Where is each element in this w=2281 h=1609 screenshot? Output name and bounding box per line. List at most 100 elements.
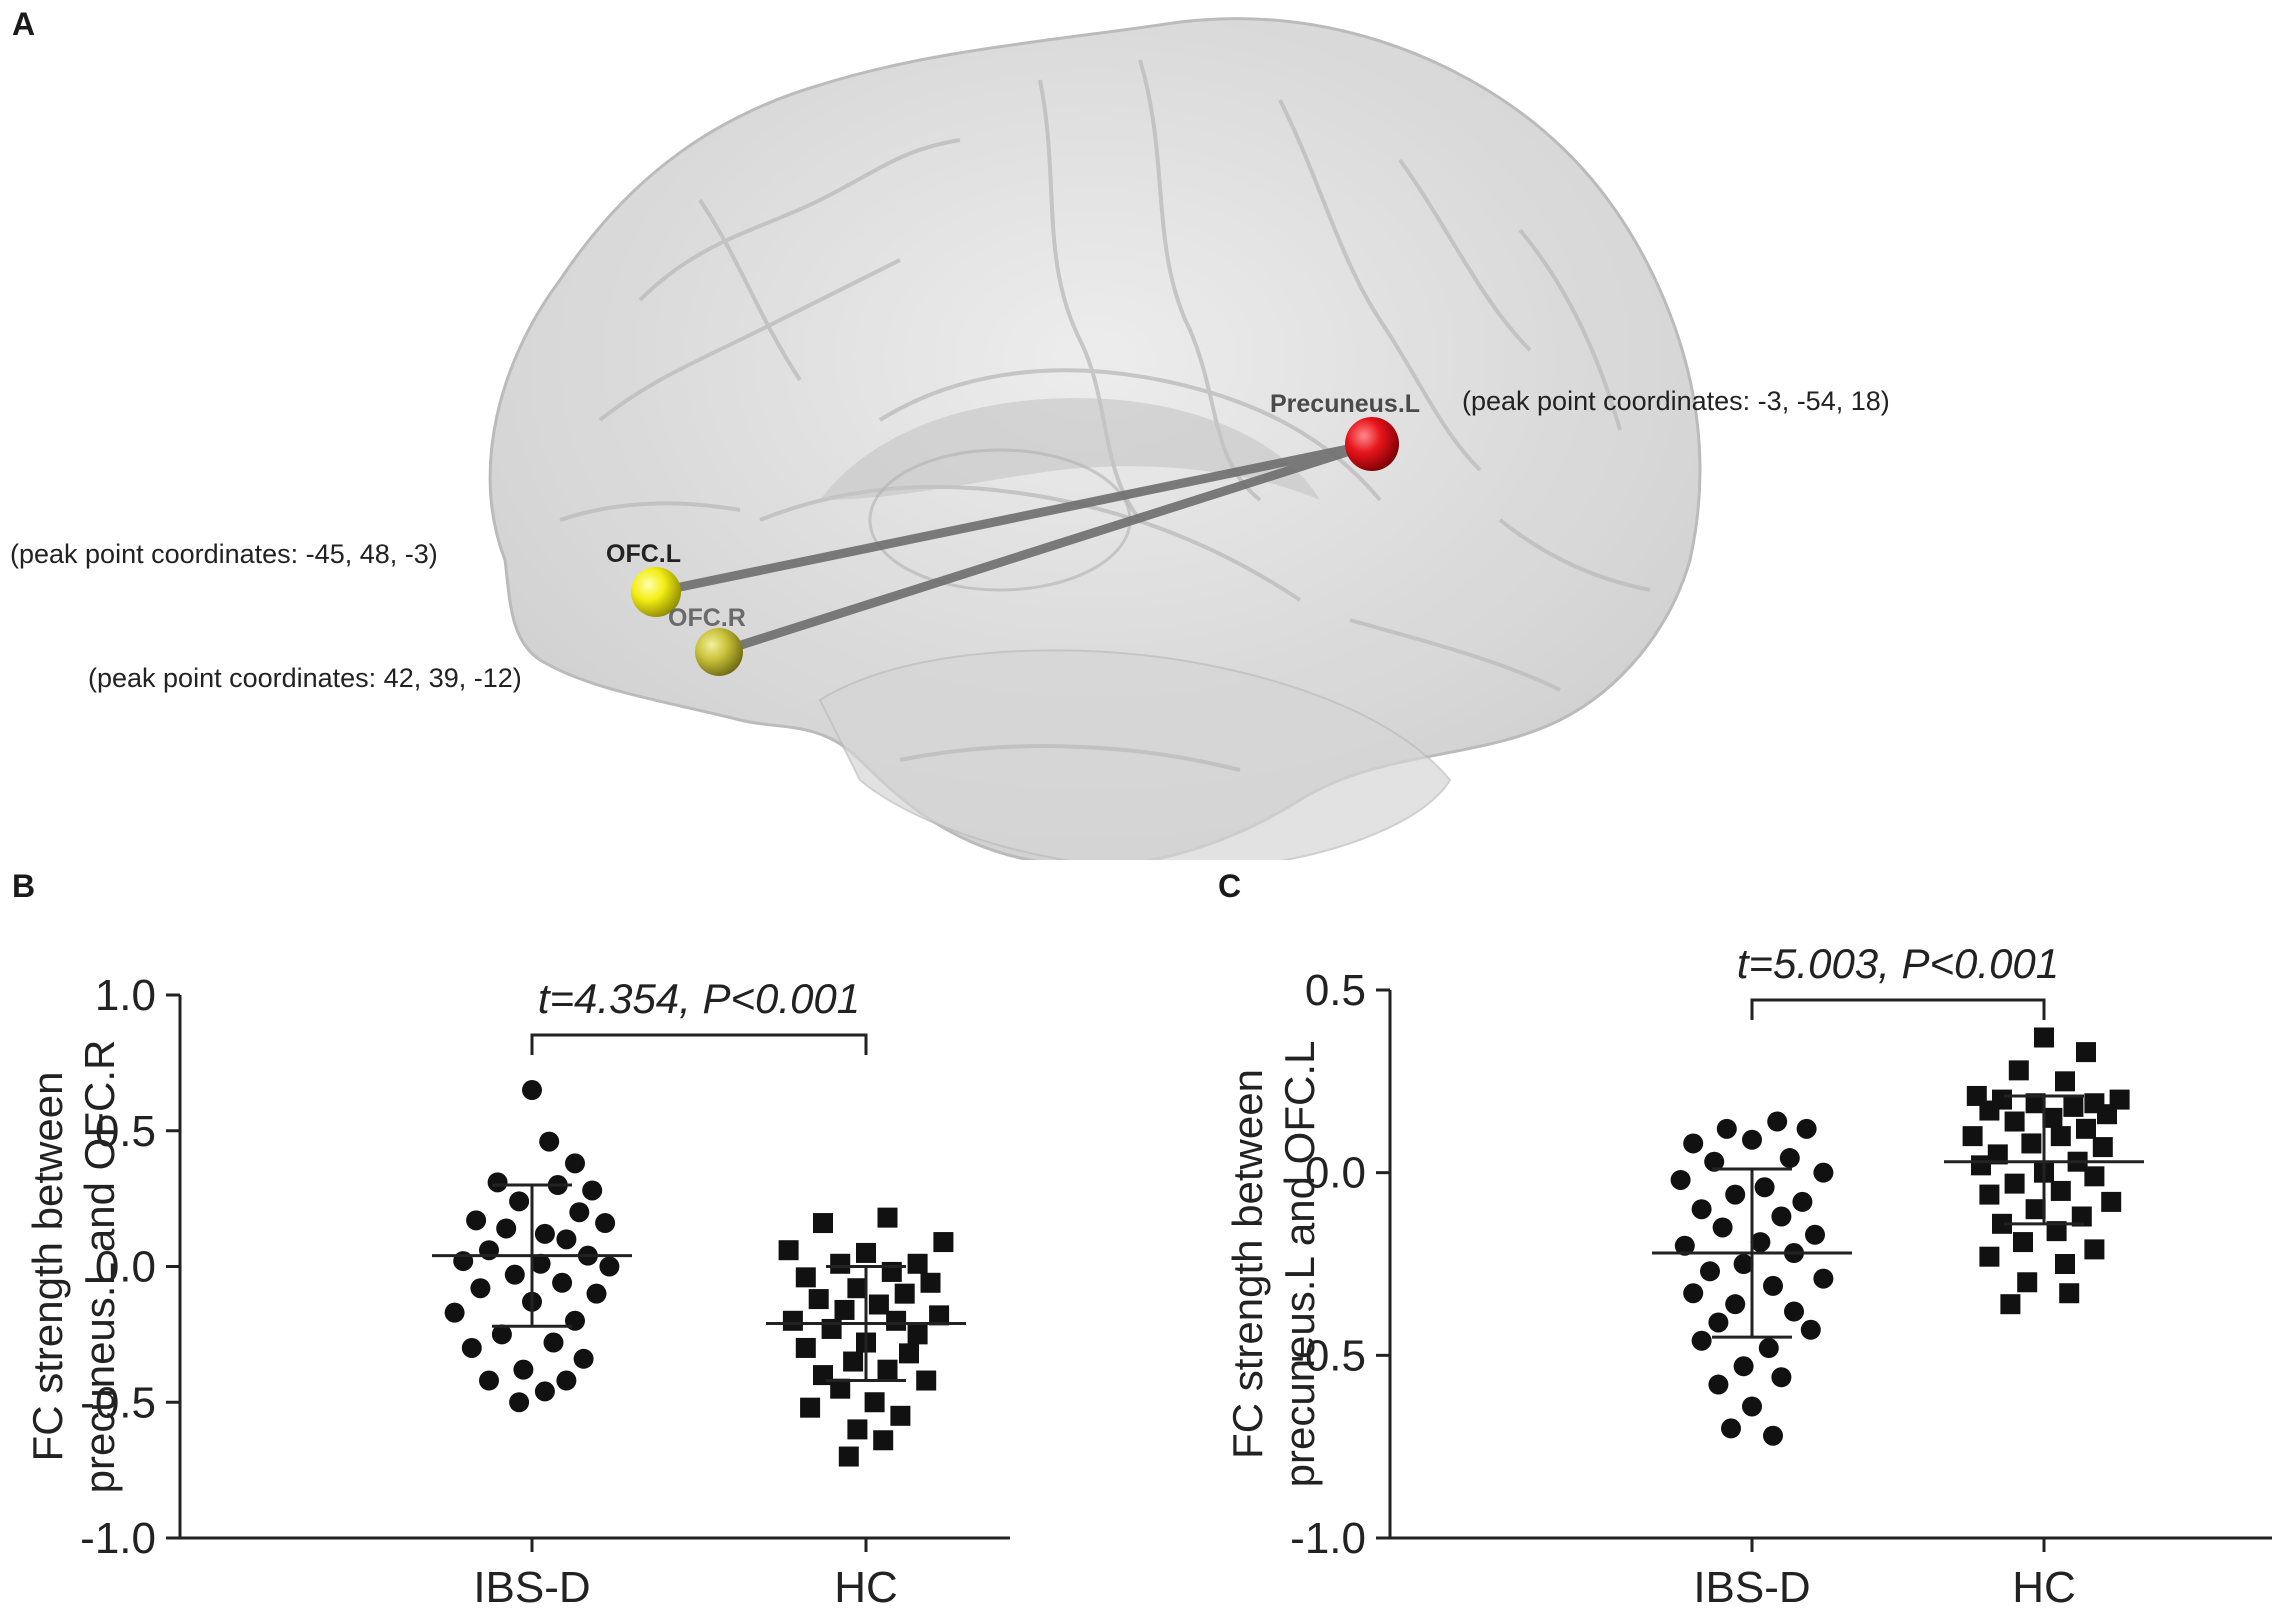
node-ofc-l [631,567,681,617]
chart-c-x-tick-label: IBS-D [1693,1563,1810,1609]
chart-b-point-square [838,1446,859,1467]
chart-c-point-square [2059,1283,2080,1304]
chart-b-point-circle [539,1131,560,1152]
chart-b-point-square [920,1272,941,1293]
chart-c-y-axis-label: precuneus.L and OFC.L [1276,1041,1323,1488]
chart-c-point-circle [1733,1254,1754,1274]
chart-b-point-circle [599,1256,620,1277]
chart-b-point-square [847,1419,868,1440]
chart-c-point-circle [1700,1261,1720,1282]
coords-ofc-r: (peak point coordinates: 42, 39, -12) [88,663,522,693]
chart-b-x-tick-label: HC [834,1563,898,1609]
chart-c-point-circle [1704,1151,1725,1172]
chart-c-point-square [2004,1111,2025,1132]
connection-lines [651,439,1377,657]
chart-b-point-circle [470,1278,491,1299]
chart-b-point-circle [479,1370,499,1391]
chart-b-y-tick-label: 1.0 [95,971,156,1020]
chart-c-point-square [2092,1137,2113,1158]
chart-b-point-square [868,1294,889,1315]
edge-precuneus-ofcr [714,439,1377,657]
edge-precuneus-ofcl [651,439,1377,597]
chart-b-y-tick-label: 0.5 [95,1107,156,1156]
chart-b-point-square [933,1232,954,1253]
node-precuneus-l [1345,417,1399,471]
chart-c-point-circle [1779,1148,1800,1169]
chart-c-point-square [1979,1184,2000,1205]
chart-c-point-square [2050,1180,2071,1201]
chart-c-point-circle [1763,1275,1783,1296]
chart-c-point-square [2000,1294,2021,1315]
chart-c-y-axis-label: FC strength between [1224,1069,1271,1459]
chart-c-point-circle [1733,1356,1754,1377]
chart-c-point-square [2055,1254,2075,1274]
chart-b-y-tick-label: -1.0 [80,1514,156,1563]
chart-c-point-square [2046,1221,2067,1242]
chart-c-point-circle [1805,1224,1825,1245]
chart-c-point-square [1987,1144,2008,1165]
panel-letter-b: B [12,868,36,904]
node-ofc-r [695,628,743,676]
chart-c-point-square [2084,1166,2105,1187]
chart-c-point-circle [1674,1235,1695,1256]
chart-c-point-square [2050,1126,2071,1147]
chart-c-point-circle [1771,1367,1792,1388]
chart-b-point-circle [534,1223,555,1244]
chart-b-point-square [782,1310,803,1331]
chart-b-point-square [834,1299,855,1320]
chart-c-point-square [1992,1213,2012,1234]
chart-c-point-square [2063,1096,2084,1117]
chart-b-point-circle [491,1324,512,1345]
chart-b-y-axis-label: FC strength between [24,1072,71,1462]
chart-c-point-square [2021,1133,2042,1154]
chart-c-point-square [2008,1060,2029,1081]
chart-b-point-square [830,1253,851,1274]
chart-c-point-square [2055,1071,2075,1092]
chart-b-point-circle [444,1302,465,1323]
chart-c-point-circle [1767,1111,1788,1132]
chart-c-point-square [1979,1100,2000,1121]
chart-c-point-circle [1792,1191,1813,1212]
chart-b-point-square [778,1240,799,1261]
chart-c-significance-bracket [1750,998,2046,1020]
chart-c-point-square [2025,1199,2046,1220]
chart-c-point-circle [1800,1319,1821,1340]
chart-c-point-square [2076,1042,2096,1063]
chart-c-point-square [2084,1239,2105,1260]
chart-b-point-square [800,1397,821,1418]
chart-b-point-circle [582,1180,603,1201]
brain-surface [488,17,1702,860]
chart-b-point-square [929,1305,950,1326]
chart-c-point-circle [1708,1374,1729,1395]
chart-c-point-square [2034,1027,2054,1048]
chart-c-y-tick-label: 0.0 [1305,1149,1366,1198]
chart-b-point-square [808,1289,829,1310]
chart-b-point-square [813,1213,833,1234]
chart-c-point-circle [1691,1330,1712,1351]
chart-b-point-square [873,1430,894,1451]
chart-c-point-circle [1725,1184,1746,1205]
chart-b-point-circle [573,1348,594,1369]
chart-b-point-square [877,1359,898,1380]
chart-c-point-square [2097,1104,2117,1125]
coords-ofc-l: (peak point coordinates: -45, 48, -3) [10,539,438,569]
chart-c-point-square [2017,1272,2038,1293]
chart-b-point-circle [552,1272,573,1293]
chart-b-point-circle [595,1213,616,1234]
chart-b-point-circle [556,1229,577,1250]
chart-c-point-square [2042,1107,2063,1128]
chart-c-point-circle [1796,1118,1817,1139]
chart-c-point-circle [1683,1133,1704,1154]
brain-figure: Precuneus.L (peak point coordinates: -3,… [10,17,1890,860]
chart-c-point-square [2076,1118,2096,1139]
chart-b-point-square [886,1310,907,1331]
chart-b-point-circle [569,1202,590,1223]
chart-b-point-circle [504,1264,525,1285]
chart-c-annotation: t=5.003, P<0.001 [1737,940,2059,987]
chart-b-point-circle [530,1253,551,1274]
chart-c-point-circle [1691,1199,1712,1220]
chart-c-point-circle [1754,1177,1775,1198]
chart-c-point-square [2004,1173,2025,1194]
